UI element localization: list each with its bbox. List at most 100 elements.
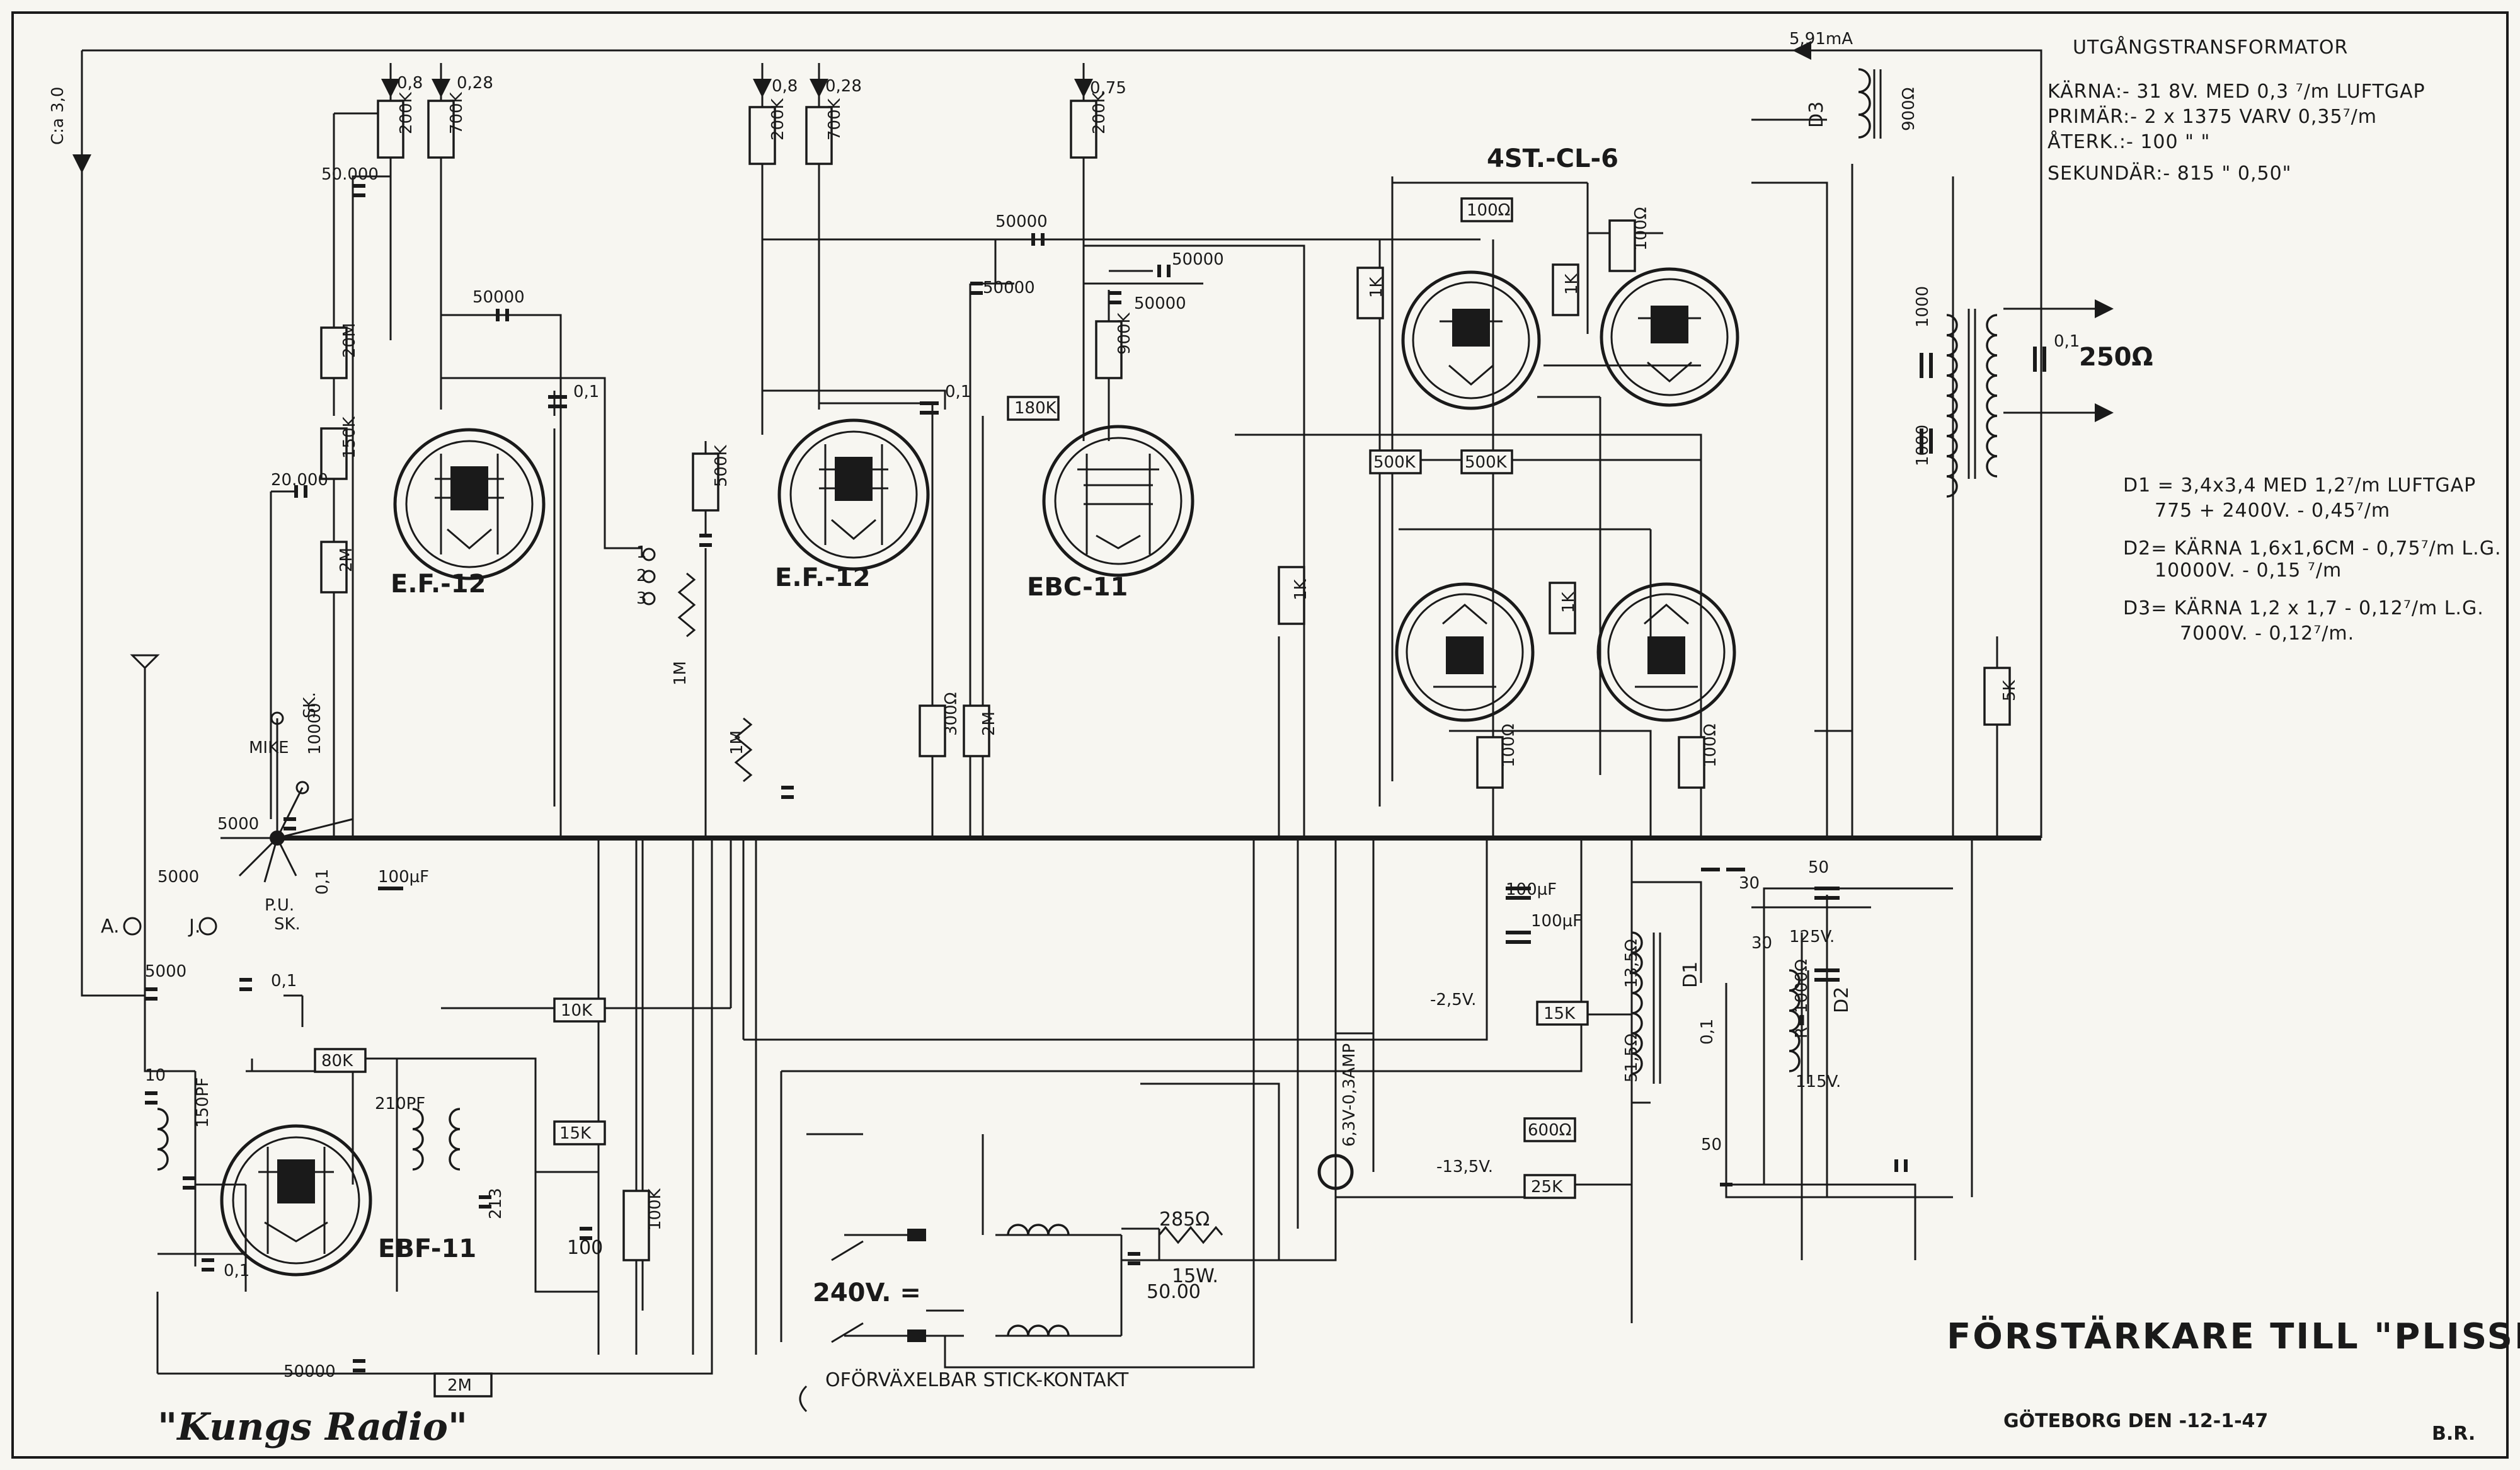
switch-and-jacks [123,548,1354,1413]
transformers [157,68,1998,1336]
component-label: 100K [646,1188,665,1231]
component-label: 100Ω [1701,724,1720,768]
component-label: 15K [1544,1004,1576,1023]
potentiometers [677,572,1223,1244]
component-label: 5,91mA [1789,30,1853,49]
component-label: 900Ω [1899,88,1918,132]
component-label: 0,8 [397,74,423,93]
transformer-row: SEKUNDÄR:- 815 " 0,50" [2048,162,2291,185]
choke-spec: D3= KÄRNA 1,2 x 1,7 - 0,12⁷/m L.G. [2123,597,2484,619]
component-label: 1M [671,661,690,686]
labels: UTGÅNGSTRANSFORMATOR KÄRNA:- 31 8V. MED … [49,30,2520,1449]
component-label: 900K [1115,312,1134,355]
transformer-row: PRIMÄR:- 2 x 1375 VARV 0,35⁷/m [2048,105,2377,128]
component-label: 0,1 [945,382,971,401]
tube-label: EBC-11 [1027,573,1128,602]
choke-spec: D1 = 3,4x3,4 MED 1,2⁷/m LUFTGAP [2123,474,2476,497]
component-label: 5K [2000,679,2019,701]
transformer-row: KÄRNA:- 31 8V. MED 0,3 ⁷/m LUFTGAP [2048,80,2426,103]
component-label: 500K [712,444,731,487]
component-label: 20M [340,323,359,358]
tube-cl6-3 [1395,582,1535,722]
tube-cl6-2 [1600,267,1739,407]
tube-cl6-1 [1401,270,1541,410]
component-label: 1 [636,543,647,562]
component-label: 1000 [1913,286,1932,328]
component-label: 50000 [472,288,525,307]
drawing-date: GÖTEBORG DEN -12-1-47 [2003,1409,2268,1432]
component-label: 50.00 [1147,1281,1201,1303]
component-label: 50000 [1172,250,1224,269]
component-label: 100 [567,1237,603,1259]
resistors [314,100,2011,1398]
component-label: -2,5V. [1430,991,1476,1009]
component-label: 500K [1465,453,1508,472]
component-label: 0,1 [573,382,599,401]
component-label: 210PF [375,1094,425,1113]
current-arrows [72,41,2114,422]
component-label: 100µF [1506,880,1557,899]
component-label: 150PF [193,1077,212,1128]
component-label: D1 [1680,962,1702,988]
component-label: 115V. [1796,1072,1841,1091]
tube-ef12-1 [393,428,546,580]
component-label: 0,8 [772,77,798,96]
component-label: MIKE [249,738,289,757]
component-label: 700K [825,98,844,141]
component-label: 3 [636,589,647,608]
component-label: D3 [1806,101,1828,128]
component-label: 0,28 [825,77,862,96]
component-label: 50000 [1134,294,1186,313]
component-label: 200K [1090,91,1109,134]
component-label: 100Ω [1467,201,1511,220]
component-label: 0,28 [457,74,493,93]
component-label: 0,1 [2054,332,2080,351]
tube-ebc11 [1042,425,1194,577]
tube-label: 4ST.-CL-6 [1487,144,1618,173]
component-label: -13,5V. [1436,1157,1493,1176]
component-label: 50000 [284,1362,336,1381]
component-label: 6,3V-0,3AMP [1340,1043,1359,1147]
component-label: 0,1 [1698,1019,1717,1045]
component-label: 1K [1559,591,1578,613]
component-label: 10 [145,1066,166,1085]
component-label: A. [101,916,120,938]
wiring [81,49,2042,1375]
tube-cl6-4 [1596,582,1736,722]
component-label: 250Ω [2079,343,2153,372]
component-label: C:a 3,0 [49,87,67,145]
tube-label: E.F.-12 [391,570,486,599]
brand-signature: "Kungs Radio" [158,1405,467,1449]
component-label: 10000 [306,703,324,755]
component-label: 285Ω [1159,1209,1210,1231]
choke-spec: 7000V. - 0,12⁷/m. [2180,623,2354,645]
component-label: 100µF [1531,912,1582,931]
component-label: D2 [1831,987,1853,1013]
transformer-title: UTGÅNGSTRANSFORMATOR [2073,36,2348,59]
component-label: 50 [1701,1135,1722,1154]
choke-spec: 10000V. - 0,15 ⁷/m [2155,560,2342,582]
choke-spec: 775 + 2400V. - 0,45⁷/m [2155,500,2390,522]
tube-label: EBF-11 [378,1234,476,1263]
choke-spec: D2= KÄRNA 1,6x1,6CM - 0,75⁷/m L.G. [2123,537,2502,560]
component-label: 100Ω [1499,724,1518,768]
component-label: 180K [1014,399,1057,418]
component-label: 51,5Ω [1622,1033,1641,1082]
component-label: 700K [447,91,466,134]
component-label: SK. [274,915,301,934]
component-label: 50 [1808,858,1829,877]
component-label: 2M [337,548,356,572]
component-label: 0,75 [1090,79,1126,98]
component-label: 0,1 [224,1261,249,1280]
component-label: 20.000 [271,471,328,490]
component-label: 2 [636,566,647,585]
component-label: 13,5Ω [1622,939,1641,988]
component-label: 300Ω [942,692,961,737]
component-label: 600Ω [1528,1121,1572,1140]
component-label: 2M [980,711,999,736]
component-label: 500K [1373,453,1416,472]
component-label: 213 [486,1188,505,1219]
component-label: 15W. [1172,1265,1218,1287]
transformer-row: ÅTERK.:- 100 " " [2048,130,2210,153]
component-label: 50.000 [321,165,379,184]
